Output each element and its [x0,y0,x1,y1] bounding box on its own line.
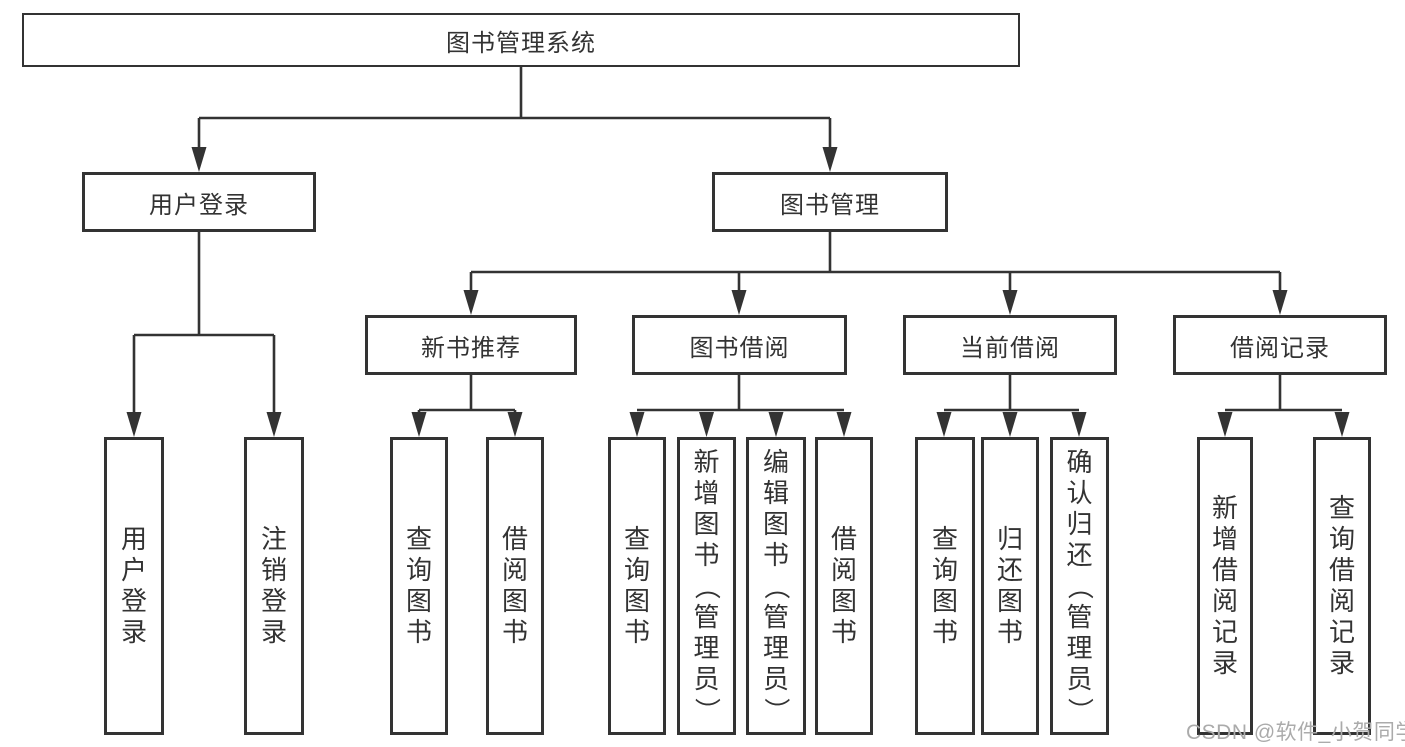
leaf-borrow-books: 借阅图书 [815,437,873,735]
leaf-add-borrow-record: 新增借阅记录 [1197,437,1253,735]
node-borrowing-records: 借阅记录 [1173,315,1387,375]
leaf-edit-books-admin: 编辑图书（管理员） [746,437,806,735]
node-book-borrowing: 图书借阅 [632,315,847,375]
node-book-management: 图书管理 [712,172,948,232]
leaf-query-books: 查询图书 [390,437,448,735]
leaf-logout: 注销登录 [244,437,304,735]
leaf-confirm-return-admin: 确认归还（管理员） [1050,437,1109,735]
node-user-login: 用户登录 [82,172,316,232]
leaf-user-login: 用户登录 [104,437,164,735]
leaf-query-books: 查询图书 [608,437,666,735]
csdn-watermark: CSDN @软件_小贺同学 [1186,721,1405,744]
leaf-query-borrow-record: 查询借阅记录 [1313,437,1371,735]
node-library-management-system: 图书管理系统 [22,13,1020,67]
node-current-borrowing: 当前借阅 [903,315,1117,375]
node-new-book-recommendation: 新书推荐 [365,315,577,375]
leaf-add-books-admin: 新增图书（管理员） [677,437,736,735]
leaf-query-books: 查询图书 [915,437,975,735]
leaf-return-books: 归还图书 [981,437,1039,735]
leaf-borrow-books: 借阅图书 [486,437,544,735]
